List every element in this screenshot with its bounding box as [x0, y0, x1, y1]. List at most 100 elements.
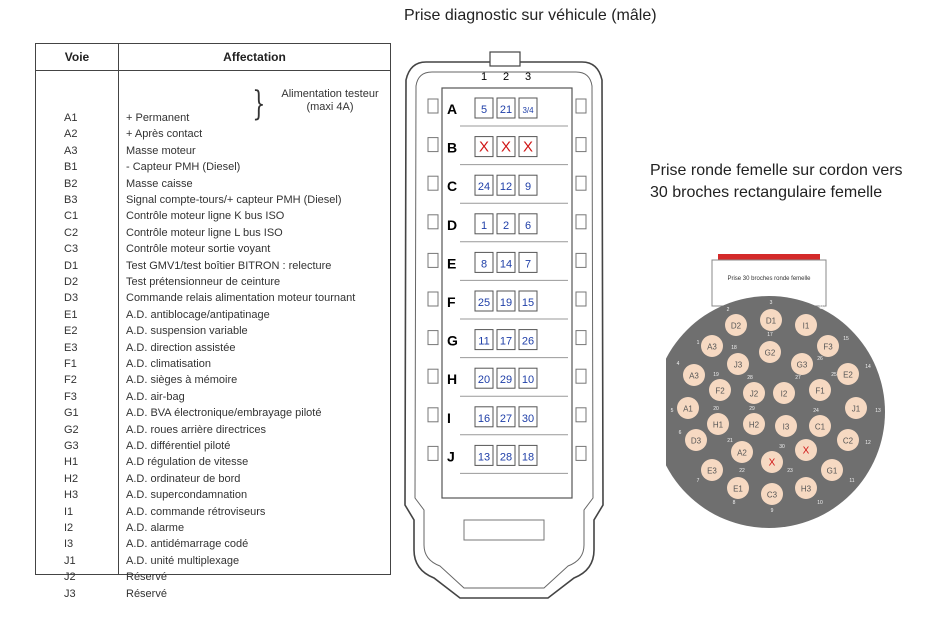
round-connector: Prise 30 broches ronde femelle D22D13I11…	[666, 254, 885, 528]
tab-label: Prise 30 broches ronde femelle	[727, 276, 811, 282]
round-pin-socket	[809, 379, 831, 401]
latch-left	[427, 445, 439, 461]
column-divider	[118, 70, 119, 574]
round-pin-number: 23	[787, 468, 793, 474]
voie-cell: A1	[64, 112, 78, 124]
affectation-cell: A.D. direction assistée	[126, 341, 236, 354]
affectation-cell: A.D. antidémarrage codé	[126, 538, 249, 551]
round-pin-socket	[775, 415, 797, 437]
row-label: D	[447, 217, 457, 233]
red-tab-marker	[718, 254, 820, 260]
round-pin-socket	[761, 483, 783, 505]
affectation-cell: A.D. unité multiplexage	[126, 554, 240, 567]
round-pin-number: 14	[865, 364, 871, 370]
row-label: B	[447, 140, 457, 156]
row-label: I	[447, 410, 451, 426]
round-pin-socket	[743, 413, 765, 435]
table-row: I2 A.D. alarme	[36, 522, 390, 536]
voie-cell: B2	[64, 177, 78, 190]
round-pin-label: D2	[731, 322, 742, 331]
pin-number: 27	[500, 413, 512, 425]
voie-cell: F2	[64, 374, 77, 387]
affectation-cell: Contrôle moteur ligne L bus ISO	[126, 226, 283, 239]
pin-box	[518, 406, 538, 428]
latch-left	[427, 291, 439, 307]
pin-box	[474, 136, 494, 158]
round-pin-number: 18	[731, 345, 737, 351]
affectation-cell: A.D. suspension variable	[126, 325, 248, 338]
round-pin-number: 19	[713, 372, 719, 378]
header-voie: Voie	[36, 44, 119, 70]
latch-right	[575, 137, 587, 153]
pin-box	[496, 213, 516, 235]
latch-right	[575, 252, 587, 268]
pin-box	[518, 97, 538, 119]
round-pin-number: 29	[749, 406, 755, 412]
row-label: E	[447, 255, 456, 271]
pin-box	[474, 290, 494, 312]
voie-cell: H2	[64, 472, 79, 485]
affectation-cell: A.D. ordinateur de bord	[126, 472, 241, 485]
pin-number: 6	[525, 220, 531, 232]
voie-cell: G3	[64, 440, 79, 452]
affectation-cell: Masse moteur	[126, 144, 196, 157]
table-row: A3 Masse moteur	[36, 145, 390, 159]
pin-number: 19	[500, 297, 512, 309]
pin-box	[496, 251, 516, 273]
pin-box	[474, 367, 494, 389]
column-label: 2	[503, 71, 509, 83]
voie-cell: A3	[64, 144, 78, 157]
pin-box	[496, 174, 516, 196]
round-pin-label: C1	[815, 423, 826, 432]
round-pin-socket	[725, 314, 747, 336]
latch-left	[427, 407, 439, 423]
round-pin-socket	[845, 397, 867, 419]
voie-cell: I2	[64, 522, 74, 534]
round-pin-number: 22	[739, 468, 745, 474]
voie-cell: C3	[64, 243, 79, 256]
pin-number: 28	[500, 451, 512, 463]
round-pin-socket	[731, 441, 753, 463]
round-pin-number: 24	[813, 408, 819, 414]
pin-number: 25	[478, 297, 490, 309]
round-pin-socket	[837, 429, 859, 451]
round-pin-socket	[727, 353, 749, 375]
affectation-cell: A.D. alarme	[126, 522, 185, 534]
round-pin-number: 16	[819, 305, 825, 311]
latch-right	[575, 291, 587, 307]
round-pin-label: I3	[783, 423, 790, 432]
latch-left	[427, 330, 439, 346]
table-row: H2 A.D. ordinateur de bord	[36, 473, 390, 487]
round-pin-label: H2	[749, 421, 760, 430]
affectation-cell: Réservé	[126, 571, 167, 584]
round-pin-socket	[701, 335, 723, 357]
affectation-cell: A.D régulation de vitesse	[126, 456, 249, 469]
round-pin-number: 27	[795, 375, 801, 381]
round-plug-title: Prise ronde femelle sur cordon vers 30 b…	[650, 162, 903, 201]
latch-left	[427, 98, 439, 114]
pin-box	[474, 97, 494, 119]
pin-box	[496, 290, 516, 312]
round-pin-label: J3	[734, 361, 743, 370]
pin-box	[518, 174, 538, 196]
round-pin-socket	[743, 382, 765, 404]
latch-left	[427, 368, 439, 384]
pin-number: 15	[522, 297, 534, 309]
pin-number: 30	[522, 413, 534, 425]
affectation-cell: A.D. air-bag	[126, 390, 185, 403]
round-pin-number: 10	[817, 500, 823, 506]
round-pin-number: 2	[727, 307, 730, 313]
round-pin-label: E3	[707, 467, 717, 476]
round-pin-number: 1	[697, 340, 700, 346]
pin-number: 7	[525, 258, 531, 270]
pin-box	[496, 367, 516, 389]
round-pin-label: A3	[707, 343, 717, 352]
